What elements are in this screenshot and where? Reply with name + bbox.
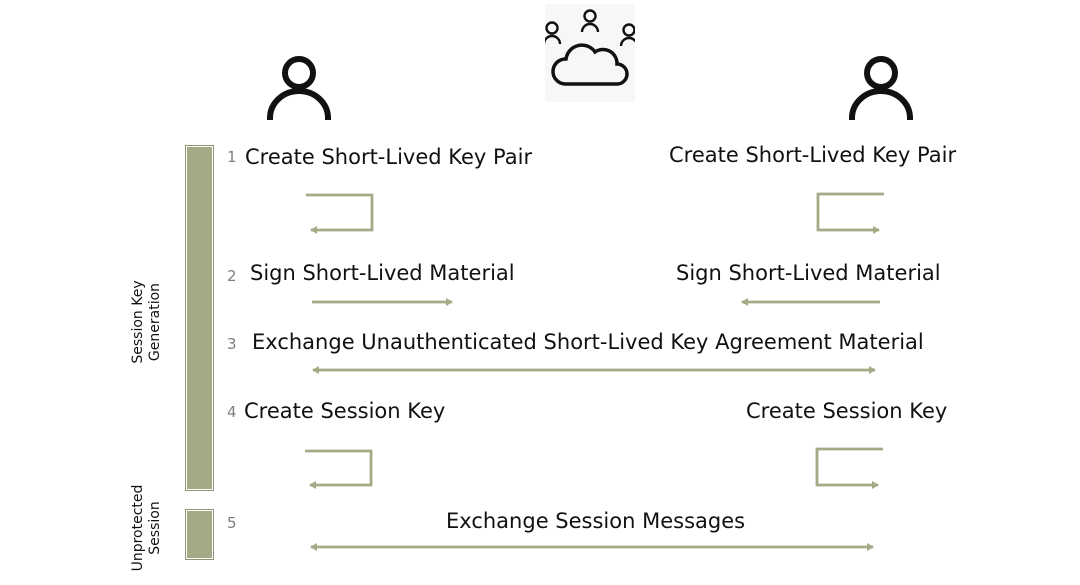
- step-2-left-text: Sign Short-Lived Material: [250, 261, 515, 285]
- cloud-group-icon: [542, 4, 639, 102]
- step-number-4: 4: [227, 403, 237, 421]
- step-number-3: 3: [227, 335, 237, 353]
- step-3-center-text: Exchange Unauthenticated Short-Lived Key…: [252, 330, 924, 354]
- left-person-icon: [266, 54, 332, 120]
- step-5-center-text: Exchange Session Messages: [446, 509, 746, 533]
- phase-bar-session-key-generation: [186, 146, 213, 490]
- step-1-left-text: Create Short-Lived Key Pair: [245, 145, 533, 169]
- step-number-2: 2: [227, 267, 237, 285]
- step-4-right-text: Create Session Key: [746, 399, 948, 423]
- step-2-right-text: Sign Short-Lived Material: [676, 261, 941, 285]
- step-4-left-loop-arrow: [305, 449, 373, 489]
- phase-bar-unprotected-session: [186, 510, 213, 559]
- right-person-icon: [848, 54, 914, 120]
- step-4-left-text: Create Session Key: [244, 399, 446, 423]
- step-1-right-loop-arrow: [816, 192, 884, 234]
- step-1-right-text: Create Short-Lived Key Pair: [669, 143, 957, 167]
- step-number-1: 1: [227, 148, 237, 166]
- step-1-left-loop-arrow: [306, 193, 374, 234]
- step-4-right-loop-arrow: [815, 447, 883, 489]
- step-number-5: 5: [227, 514, 237, 532]
